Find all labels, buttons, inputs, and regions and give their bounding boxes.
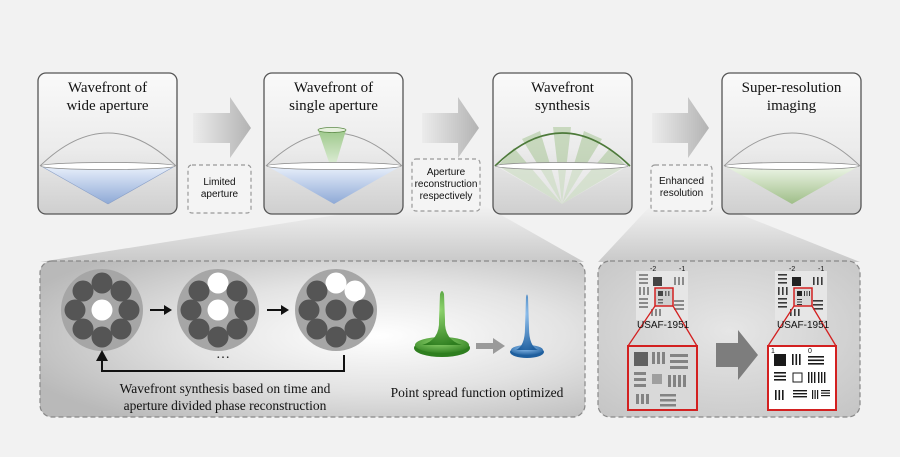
ellipsis-label: … (216, 347, 230, 362)
usaf-target-after (775, 271, 827, 320)
note-box-limited (187, 164, 252, 214)
psf-arrow (476, 338, 505, 354)
note-line: aperture (200, 189, 239, 200)
note-aperture-reconstruction: Aperture reconstruction respectively (412, 167, 480, 203)
mask-arrow-1 (150, 305, 172, 315)
stage-title-line: wide aperture (66, 98, 149, 114)
caption-line: Wavefront synthesis based on time and (119, 381, 331, 396)
stage-title-line: Super-resolution (741, 80, 842, 96)
synthesis-caption: Wavefront synthesis based on time and ap… (60, 380, 390, 414)
note-line: reconstruction (414, 179, 478, 190)
zoom-inset-sharp (767, 345, 837, 411)
loop-back-arrow (96, 350, 345, 372)
stage-title-line: Wavefront of (67, 80, 148, 96)
stage-title-line: imaging (766, 98, 817, 114)
usaf-group-label: -1 (818, 266, 825, 273)
note-box-reconstruction (411, 158, 481, 212)
stage-title-line: Wavefront of (293, 80, 374, 96)
psf-caption: Point spread function optimized (390, 385, 564, 400)
stage-box-wide-aperture (37, 72, 178, 215)
flow-arrow-3 (652, 97, 709, 158)
stage-title-line: Wavefront (531, 80, 594, 96)
note-line: Limited (203, 177, 236, 188)
note-line: resolution (659, 188, 704, 199)
stage-title-wide-aperture: Wavefront of wide aperture (38, 79, 177, 115)
zoom-connector-left (627, 305, 698, 347)
usaf-group-label: -2 (650, 266, 657, 273)
callout-wedge-left (40, 203, 584, 262)
callout-wedge-right (598, 203, 860, 262)
comparison-arrow (716, 330, 758, 380)
note-box-enhanced (650, 164, 713, 212)
aperture-mask-1 (61, 269, 143, 351)
stage-title-single-aperture: Wavefront of single aperture (264, 79, 403, 115)
inset-group-label: 0 (808, 348, 812, 355)
mask-arrow-2 (267, 305, 289, 315)
stage-title-super-resolution: Super-resolution imaging (722, 79, 861, 115)
psf-before-icon (414, 291, 470, 357)
note-enhanced-resolution: Enhanced resolution (651, 176, 712, 200)
flow-arrow-2 (422, 97, 479, 158)
stage-box-wavefront-synthesis (492, 72, 633, 215)
zoom-inset-blurry (627, 345, 698, 411)
note-limited-aperture: Limited aperture (188, 177, 251, 201)
note-line: Enhanced (658, 176, 705, 187)
caption-line: aperture divided phase reconstruction (123, 398, 327, 413)
aperture-mask-3 (295, 269, 377, 351)
usaf-target-before (636, 271, 688, 320)
aperture-mask-2 (177, 269, 259, 351)
stage-title-line: synthesis (534, 98, 590, 114)
stage-box-super-resolution (721, 72, 862, 215)
usaf-group-label: -2 (789, 266, 796, 273)
stage-box-single-aperture (263, 72, 404, 215)
flow-arrow-1 (193, 97, 251, 158)
psf-after-icon (510, 294, 544, 358)
stage-title-line: single aperture (289, 98, 378, 114)
usaf-label-before: USAF-1951 (637, 320, 690, 331)
stage-title-wavefront-synthesis: Wavefront synthesis (493, 79, 632, 115)
inset-group-label: 1 (771, 348, 775, 355)
usaf-label-after: USAF-1951 (777, 320, 830, 331)
usaf-group-label: -1 (679, 266, 686, 273)
note-line: Aperture (426, 167, 466, 178)
note-line: respectively (419, 191, 473, 202)
zoom-connector-right (767, 305, 837, 347)
